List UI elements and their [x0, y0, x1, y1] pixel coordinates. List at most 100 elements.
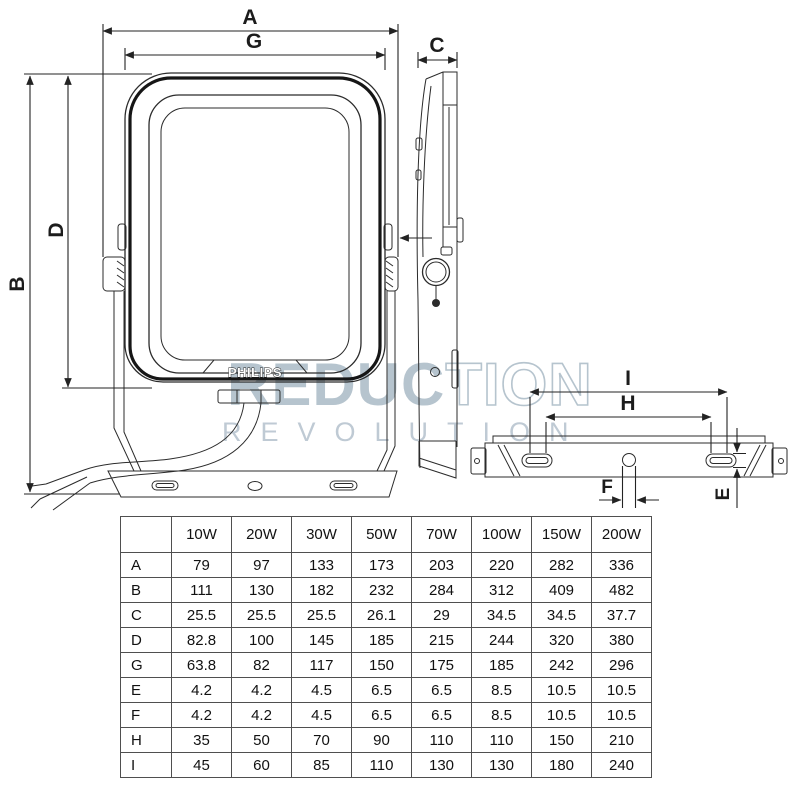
table-cell: 4.2	[231, 702, 292, 728]
table-cell: 6.5	[351, 677, 412, 703]
table-cell: 100	[231, 627, 292, 653]
table-cell: 70	[291, 727, 352, 753]
dim-label-h: H	[620, 392, 635, 415]
logo-plate	[201, 359, 309, 374]
table-cell: 4.2	[171, 677, 232, 703]
dim-label-c: C	[429, 34, 444, 57]
cable	[30, 389, 281, 511]
table-cell: 82.8	[171, 627, 232, 653]
table-header-cell: 70W	[411, 516, 472, 553]
table-cell: 34.5	[531, 602, 592, 628]
table-cell: 180	[531, 752, 592, 778]
table-cell: 409	[531, 577, 592, 603]
dim-label-d: D	[45, 222, 68, 237]
table-cell: 25.5	[291, 602, 352, 628]
table-cell: 220	[471, 552, 532, 578]
table-cell: 336	[591, 552, 652, 578]
table-cell: 85	[291, 752, 352, 778]
table-row-label: B	[120, 577, 172, 603]
dim-label-i: I	[625, 367, 631, 390]
table-cell: 110	[411, 727, 472, 753]
technical-drawing: REDUCTION REVOLUTION PHILIPS	[6, 6, 788, 511]
table-cell: 312	[471, 577, 532, 603]
table-cell: 182	[291, 577, 352, 603]
watermark: REDUCTION REVOLUTION	[222, 350, 592, 447]
table-cell: 203	[411, 552, 472, 578]
table-row-label: I	[120, 752, 172, 778]
table-cell: 8.5	[471, 702, 532, 728]
table-cell: 10.5	[591, 702, 652, 728]
side-view: C	[415, 34, 464, 479]
table-cell: 4.2	[231, 677, 292, 703]
table-cell: 82	[231, 652, 292, 678]
base-bracket	[107, 470, 398, 498]
table-cell: 26.1	[351, 602, 412, 628]
table-cell: 97	[231, 552, 292, 578]
table-cell: 10.5	[591, 677, 652, 703]
philips-logo: PHILIPS	[228, 365, 282, 380]
left-clip	[117, 223, 127, 251]
table-cell: 133	[291, 552, 352, 578]
table-cell: 37.7	[591, 602, 652, 628]
table-cell: 240	[591, 752, 652, 778]
table-cell: 111	[171, 577, 232, 603]
left-arm	[113, 291, 142, 472]
table-cell: 35	[171, 727, 232, 753]
mount-slot-right	[705, 453, 737, 468]
table-cell: 482	[591, 577, 652, 603]
table-header-cell: 200W	[591, 516, 652, 553]
right-clip	[383, 223, 393, 251]
table-cell: 6.5	[411, 702, 472, 728]
table-header-cell: 50W	[351, 516, 412, 553]
table-row-label: H	[120, 727, 172, 753]
bottom-view: I H F E	[470, 367, 788, 508]
table-cell: 10.5	[531, 677, 592, 703]
table-cell: 60	[231, 752, 292, 778]
dim-label-b: B	[6, 276, 29, 291]
table-cell: 34.5	[471, 602, 532, 628]
table-row-label: F	[120, 702, 172, 728]
table-cell: 4.5	[291, 702, 352, 728]
table-row-label: A	[120, 552, 172, 578]
table-cell: 130	[411, 752, 472, 778]
table-cell: 185	[471, 652, 532, 678]
table-header-cell: 100W	[471, 516, 532, 553]
table-cell: 6.5	[411, 677, 472, 703]
table-cell: 320	[531, 627, 592, 653]
table-cell: 4.5	[291, 677, 352, 703]
table-cell: 145	[291, 627, 352, 653]
dim-label-g: G	[246, 30, 262, 53]
table-row-label: E	[120, 677, 172, 703]
table-cell: 25.5	[231, 602, 292, 628]
table-cell: 8.5	[471, 677, 532, 703]
left-tab	[102, 256, 126, 292]
table-header-cell: 150W	[531, 516, 592, 553]
table-cell: 175	[411, 652, 472, 678]
table-cell: 25.5	[171, 602, 232, 628]
table-cell: 380	[591, 627, 652, 653]
table-cell: 232	[351, 577, 412, 603]
table-header-cell: 30W	[291, 516, 352, 553]
table-cell: 210	[591, 727, 652, 753]
dim-label-e: E	[713, 488, 734, 501]
table-cell: 110	[471, 727, 532, 753]
front-view-dimensions: A G B D	[6, 6, 432, 495]
table-cell: 242	[531, 652, 592, 678]
table-cell: 284	[411, 577, 472, 603]
front-view: PHILIPS	[30, 72, 399, 511]
right-arm	[376, 291, 396, 472]
side-hole	[430, 367, 440, 377]
table-cell: 50	[231, 727, 292, 753]
table-cell: 296	[591, 652, 652, 678]
table-cell: 244	[471, 627, 532, 653]
table-cell: 130	[471, 752, 532, 778]
